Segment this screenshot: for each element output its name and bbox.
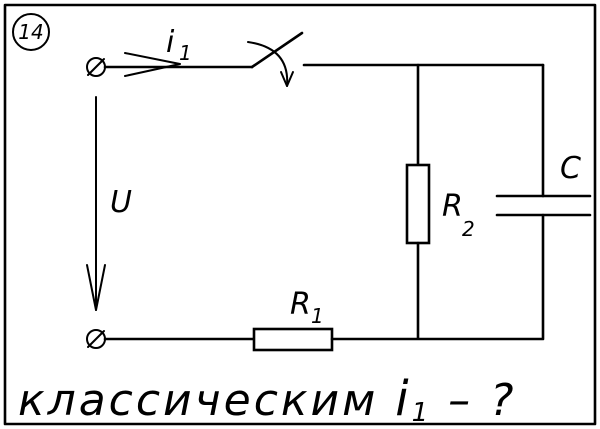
terminal-top — [86, 57, 106, 77]
voltage-arrow-icon — [86, 96, 106, 311]
caption-var-sub: 1 — [412, 398, 432, 428]
outer-frame — [3, 3, 597, 426]
problem-number-badge: 14 — [12, 13, 50, 51]
caption-var: i — [395, 371, 411, 427]
r1-label-sub: 1 — [311, 304, 324, 328]
caption: классическим i1 – ? — [18, 371, 516, 428]
caption-text: классическим — [18, 375, 395, 426]
voltage-label: U — [110, 185, 132, 220]
r1-label: R — [290, 287, 311, 322]
current-label: i — [166, 25, 175, 60]
resistor-r1 — [252, 327, 334, 352]
r2-label: R — [442, 189, 463, 224]
r2-label-sub: 2 — [462, 217, 475, 241]
terminal-bottom — [86, 329, 106, 349]
resistor-r2 — [405, 163, 431, 245]
problem-number: 14 — [18, 20, 43, 44]
switch-icon — [247, 31, 304, 87]
current-label-sub: 1 — [179, 41, 192, 65]
current-arrow-icon — [124, 52, 181, 77]
capacitor-label: C — [560, 151, 581, 186]
caption-tail: – ? — [431, 375, 516, 426]
